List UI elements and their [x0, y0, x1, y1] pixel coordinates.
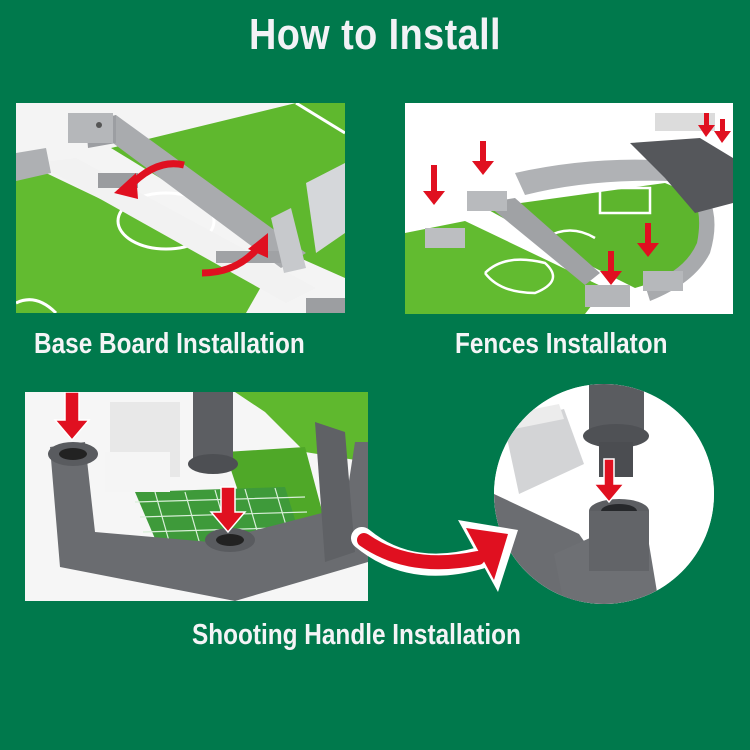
step-caption-fences: Fences Installaton: [455, 328, 668, 360]
page-title: How to Install: [249, 10, 501, 59]
step-caption-base-board: Base Board Installation: [34, 328, 305, 360]
base-board-installation-image: [16, 103, 345, 313]
handle-socket-detail-image: [494, 384, 714, 604]
curved-arrow-icon: [351, 520, 518, 592]
fences-installation-image: [405, 103, 733, 314]
step-caption-shooting-handle: Shooting Handle Installation: [192, 619, 521, 651]
shooting-handle-installation-image: [25, 392, 368, 601]
